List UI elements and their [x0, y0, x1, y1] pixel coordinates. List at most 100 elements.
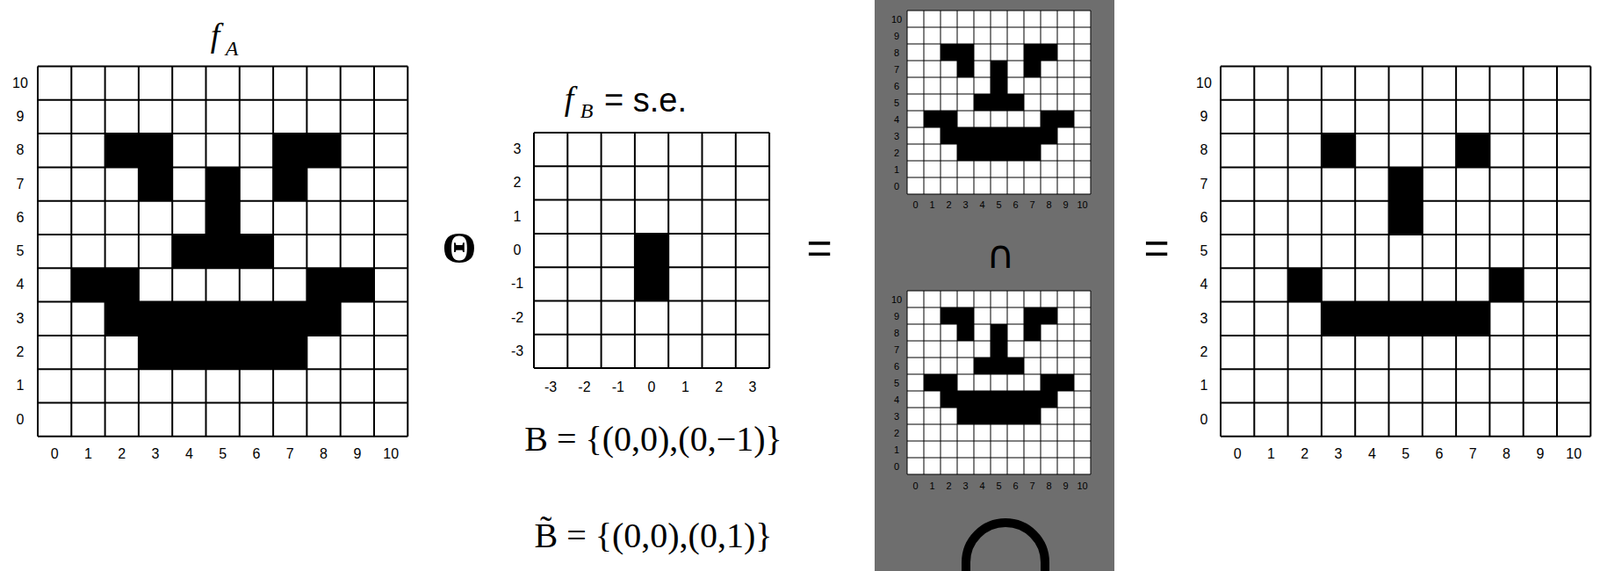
grid-line: [1220, 233, 1591, 236]
grid-line: [907, 110, 1091, 112]
row-number: 4: [16, 277, 25, 292]
grid-title: f: [564, 81, 575, 116]
grid-line: [907, 307, 1091, 309]
row-number: 8: [893, 327, 900, 338]
black-pixel: [273, 133, 307, 167]
result-grid: [1220, 66, 1591, 437]
black-pixel: [105, 302, 139, 336]
black-pixel: [1057, 110, 1074, 128]
black-pixel: [1455, 302, 1490, 336]
grid-line: [37, 200, 408, 202]
black-pixel: [940, 127, 958, 145]
black-pixel: [1040, 127, 1058, 145]
grid-line: [907, 160, 1091, 162]
grid-background: [1220, 66, 1591, 437]
grid-line: [907, 290, 1091, 292]
column-number: -3: [544, 380, 557, 395]
black-pixel: [957, 60, 974, 78]
row-number: 10: [891, 14, 902, 24]
grid-line: [1220, 132, 1591, 135]
grid-line: [973, 10, 975, 195]
black-pixel: [1023, 43, 1041, 61]
black-pixel: [206, 234, 240, 268]
black-pixel: [957, 127, 974, 145]
black-pixel: [1321, 302, 1355, 336]
grid-line: [104, 66, 107, 437]
column-number: 4: [1368, 446, 1377, 462]
black-pixel: [973, 93, 991, 111]
row-number: 8: [1200, 143, 1209, 158]
column-number: -2: [577, 380, 591, 395]
grid-line: [907, 127, 1091, 129]
black-pixel: [1007, 390, 1024, 408]
grid-line: [1220, 435, 1591, 438]
row-number: 5: [893, 97, 900, 108]
grid-line: [533, 367, 770, 369]
grid-line: [735, 132, 737, 368]
grid-line: [907, 457, 1091, 459]
grid-line: [1320, 66, 1323, 437]
grid-line: [1073, 10, 1075, 195]
black-pixel: [1040, 110, 1058, 128]
grid-line: [1023, 290, 1025, 475]
black-pixel: [1040, 43, 1058, 61]
row-number: 9: [893, 310, 900, 321]
black-pixel: [1007, 93, 1024, 111]
black-pixel: [990, 357, 1008, 375]
grid-line: [238, 66, 241, 437]
column-number: 2: [1300, 446, 1309, 462]
grid-line: [907, 27, 1091, 29]
grid-line: [907, 77, 1091, 79]
black-pixel: [172, 234, 206, 268]
grid-line: [1220, 65, 1591, 68]
column-number: 8: [1045, 200, 1052, 210]
grid-line: [990, 10, 992, 195]
row-number: 1: [16, 378, 25, 393]
row-number: 0: [893, 461, 900, 471]
grid-line: [940, 290, 942, 475]
grid-line: [1220, 99, 1591, 101]
grid-line: [1220, 334, 1591, 337]
column-number: 5: [995, 481, 1002, 491]
grid-line: [1455, 66, 1457, 437]
black-pixel: [957, 390, 974, 408]
grid-line: [37, 233, 408, 236]
black-pixel: [1422, 302, 1456, 336]
row-number: 1: [513, 209, 522, 224]
column-number: 9: [1062, 200, 1068, 210]
black-pixel: [1007, 127, 1024, 145]
black-pixel: [957, 307, 974, 325]
black-pixel: [940, 374, 958, 391]
black-pixel: [990, 407, 1008, 425]
black-pixel: [206, 166, 240, 201]
grid-line: [907, 474, 1091, 476]
black-pixel: [923, 110, 941, 128]
column-number: 2: [714, 380, 723, 395]
grid-line: [701, 132, 704, 368]
grid-line: [205, 66, 208, 437]
black-pixel: [940, 390, 958, 408]
grid-line: [1220, 200, 1591, 202]
grid-line: [70, 66, 73, 437]
black-pixel: [973, 127, 991, 145]
grid-line: [406, 66, 409, 437]
row-number: 3: [893, 410, 900, 421]
black-pixel: [957, 43, 974, 61]
row-number: 6: [16, 210, 25, 225]
grid-line: [373, 66, 375, 437]
black-pixel: [990, 390, 1008, 408]
grid-line: [973, 290, 975, 475]
grid-line: [533, 232, 770, 235]
row-number: -1: [511, 276, 524, 291]
grid-line: [907, 424, 1091, 426]
grid-background: [907, 290, 1091, 475]
row-number: -2: [511, 310, 524, 325]
row-number: 9: [893, 30, 900, 41]
grid-line: [1354, 66, 1356, 437]
black-pixel: [1288, 267, 1322, 302]
black-pixel: [206, 302, 240, 336]
row-number: 9: [1200, 109, 1209, 124]
black-pixel: [1023, 324, 1041, 341]
column-number: 3: [748, 380, 757, 395]
